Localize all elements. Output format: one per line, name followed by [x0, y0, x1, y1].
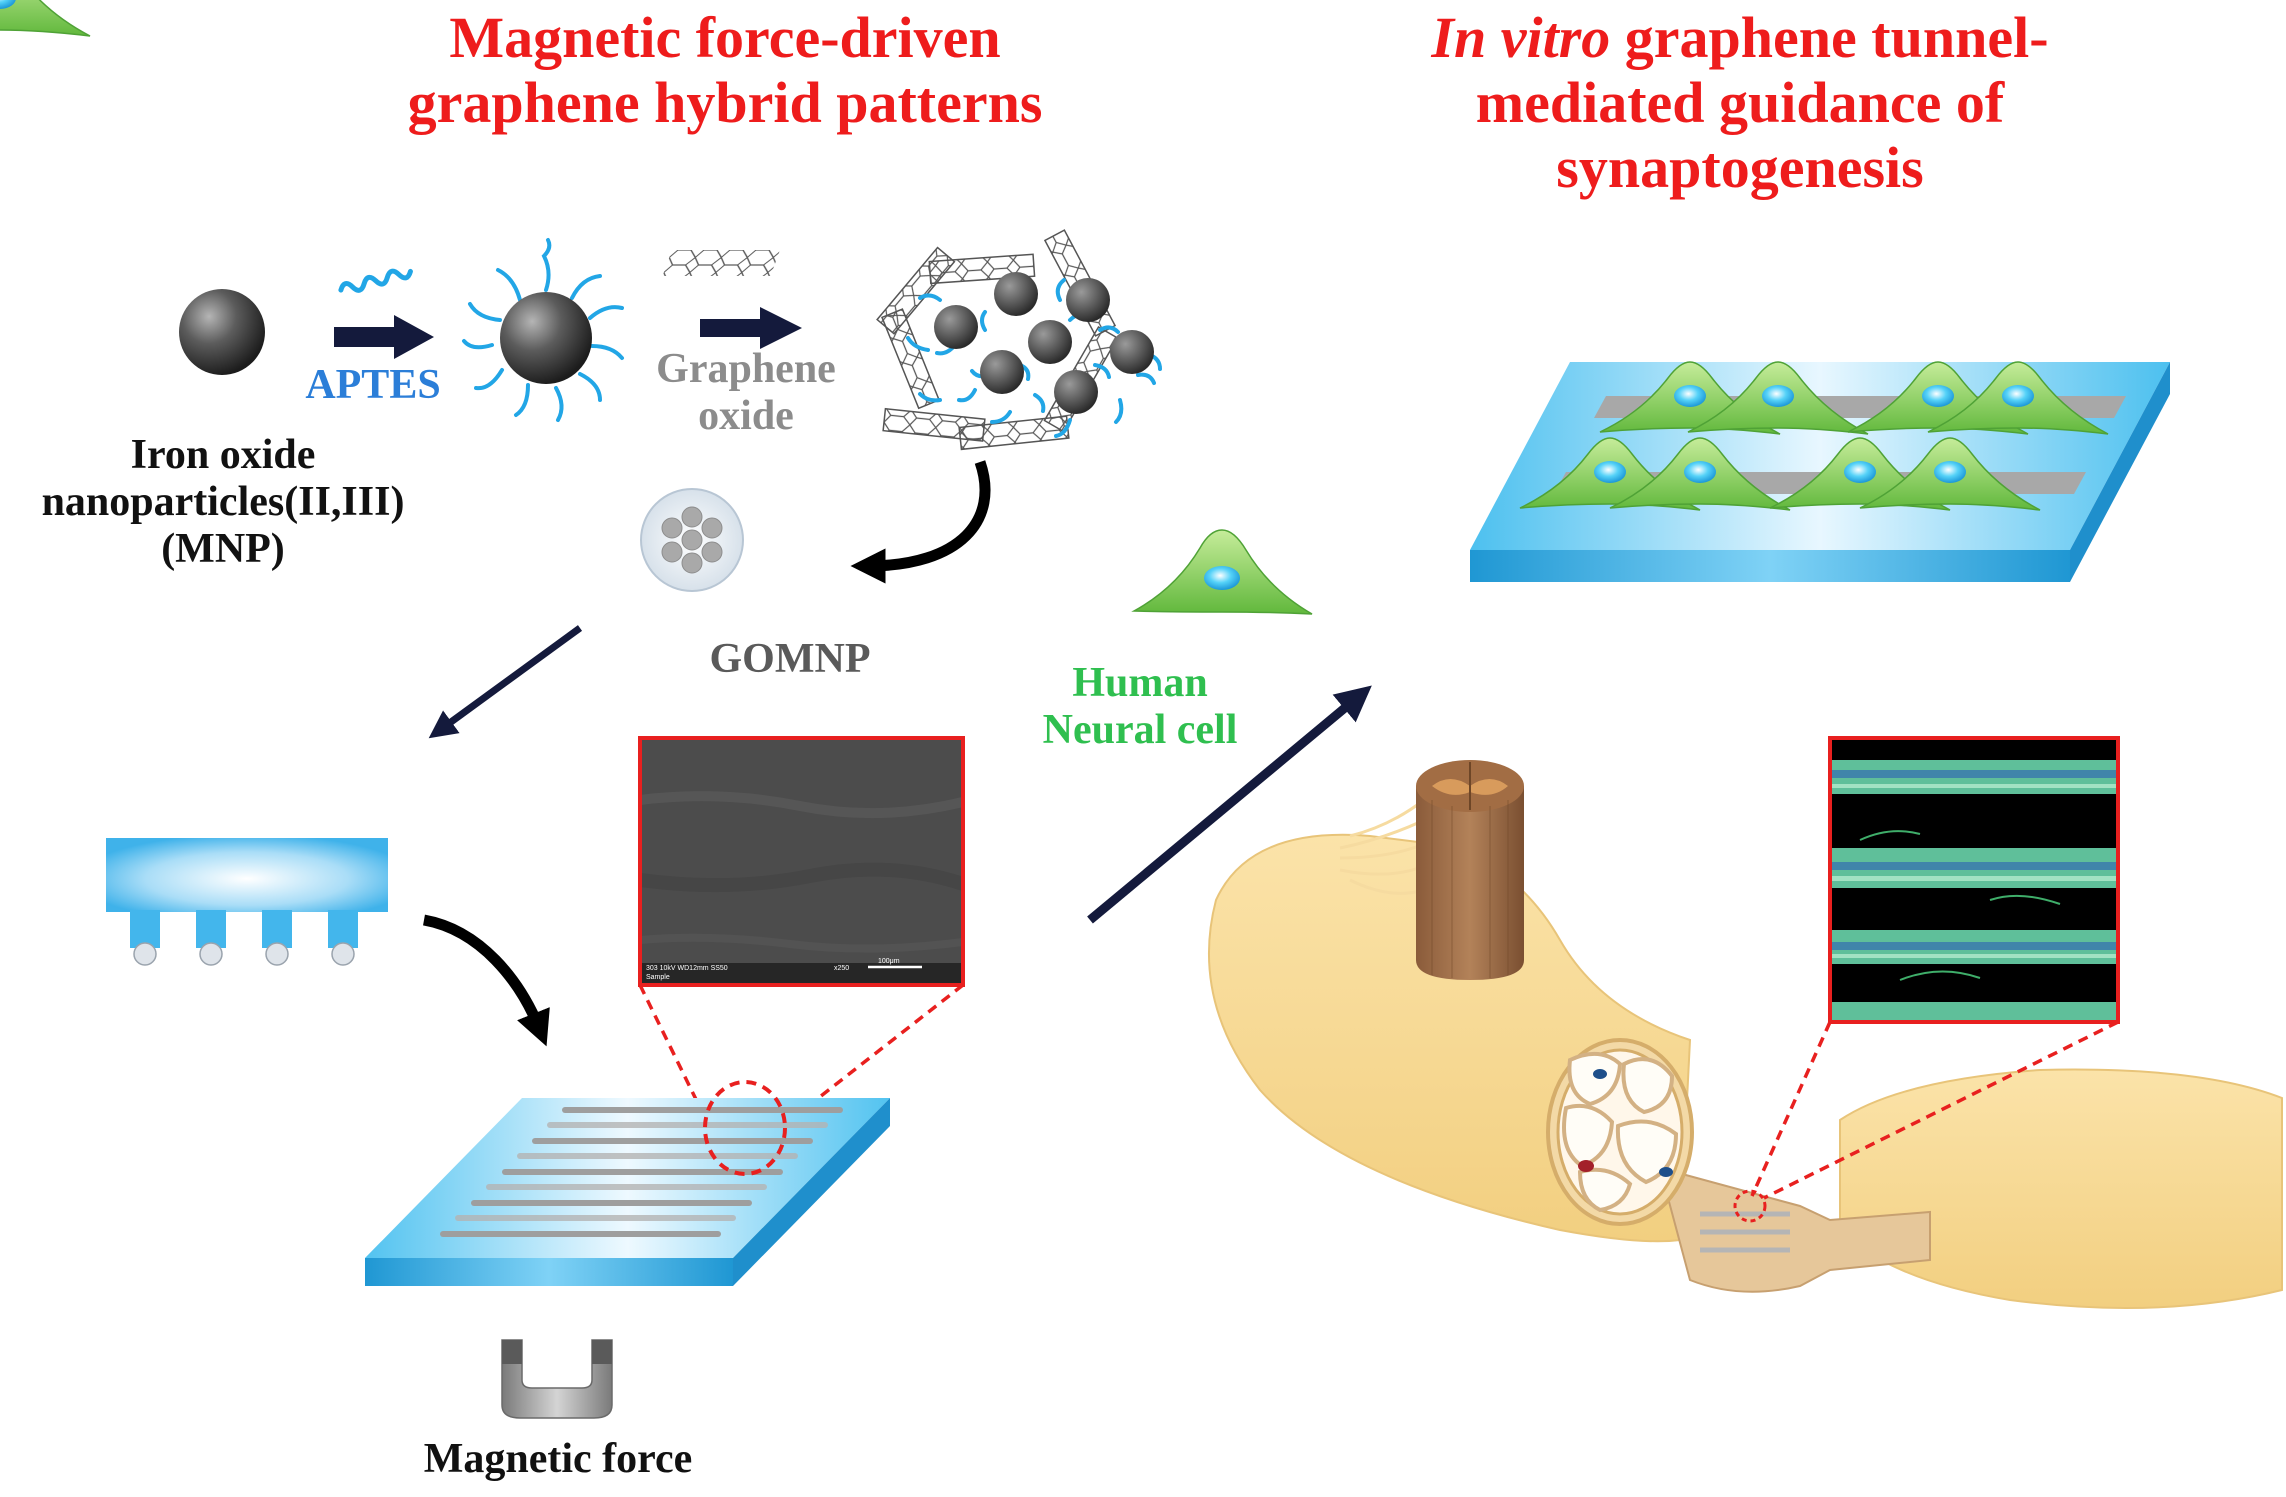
human-neural-cell-label-line1: Human [1072, 660, 1208, 706]
arrow-down-left-icon [428, 625, 583, 739]
mnp-label-line3: (MNP) [161, 526, 285, 573]
graphene-oxide-label-line2: oxide [698, 393, 794, 440]
sem-caption-left: 303 10kV WD12mm SS50 [646, 965, 728, 972]
zoom-line [1750, 1021, 1832, 1197]
graphene-oxide-sheet-icon [662, 250, 780, 276]
graphene-mnp-hybrid-icon [876, 229, 1162, 451]
sem-image [638, 736, 965, 987]
sem-caption-right: 100μm [878, 958, 900, 965]
neural-cell-icon [1131, 529, 1313, 615]
right-title-line2: mediated guidance of [1475, 69, 2005, 135]
mnp-sphere-icon [179, 289, 265, 375]
fluorescence-image [1828, 736, 2120, 1024]
cell-culture-substrate [0, 0, 2170, 582]
sem-caption-mid: x250 [834, 965, 850, 972]
curved-arrow-icon [422, 914, 550, 1047]
arrow-up-right-icon [1087, 685, 1372, 924]
right-title-line1: In vitro graphene tunnel- [1330, 5, 2150, 71]
aptes-coated-sphere-icon [462, 238, 624, 422]
graphene-oxide-label: Graphene oxide [626, 346, 866, 440]
nerve-illustration [1207, 760, 2283, 1309]
arrow-right-icon [334, 315, 434, 359]
right-title-line3: synaptogenesis [1556, 134, 1924, 200]
zoom-line [1763, 1020, 2119, 1200]
left-title-line2: graphene hybrid patterns [407, 69, 1043, 135]
sem-caption-bottom: Sample [646, 974, 670, 981]
mnp-label-line1: Iron oxide [130, 432, 316, 478]
neural-cell-row [0, 0, 2109, 511]
graphene-oxide-label-line1: Graphene [656, 346, 836, 392]
gomnp-icon [640, 488, 744, 592]
mnp-label-line2: nanoparticles(II,III) [41, 479, 405, 526]
curved-arrow-icon [850, 460, 991, 584]
left-title: Magnetic force-driven graphene hybrid pa… [325, 5, 1125, 136]
human-neural-cell-label: Human Neural cell [1000, 660, 1280, 754]
human-neural-cell-label-line2: Neural cell [1042, 707, 1238, 754]
aptes-label: APTES [305, 362, 441, 408]
right-title-line1-rest: graphene tunnel- [1610, 5, 2049, 70]
zoom-line [638, 984, 712, 1129]
aptes-molecule-icon [338, 268, 413, 293]
magnet-icon [501, 1339, 613, 1419]
mnp-label: Iron oxide nanoparticles(II,III) (MNP) [0, 432, 446, 573]
magnetic-force-label: Magnetic force [423, 1436, 693, 1482]
gomnp-label: GOMNP [709, 636, 871, 682]
arrow-right-icon [700, 307, 802, 349]
patterned-substrate [365, 1080, 890, 1286]
pattern-stamp-icon [106, 838, 388, 966]
right-title-italic: In vitro [1431, 5, 1611, 70]
left-title-line1: Magnetic force-driven [449, 5, 1001, 70]
right-title: In vitro graphene tunnel- mediated guida… [1330, 5, 2150, 201]
